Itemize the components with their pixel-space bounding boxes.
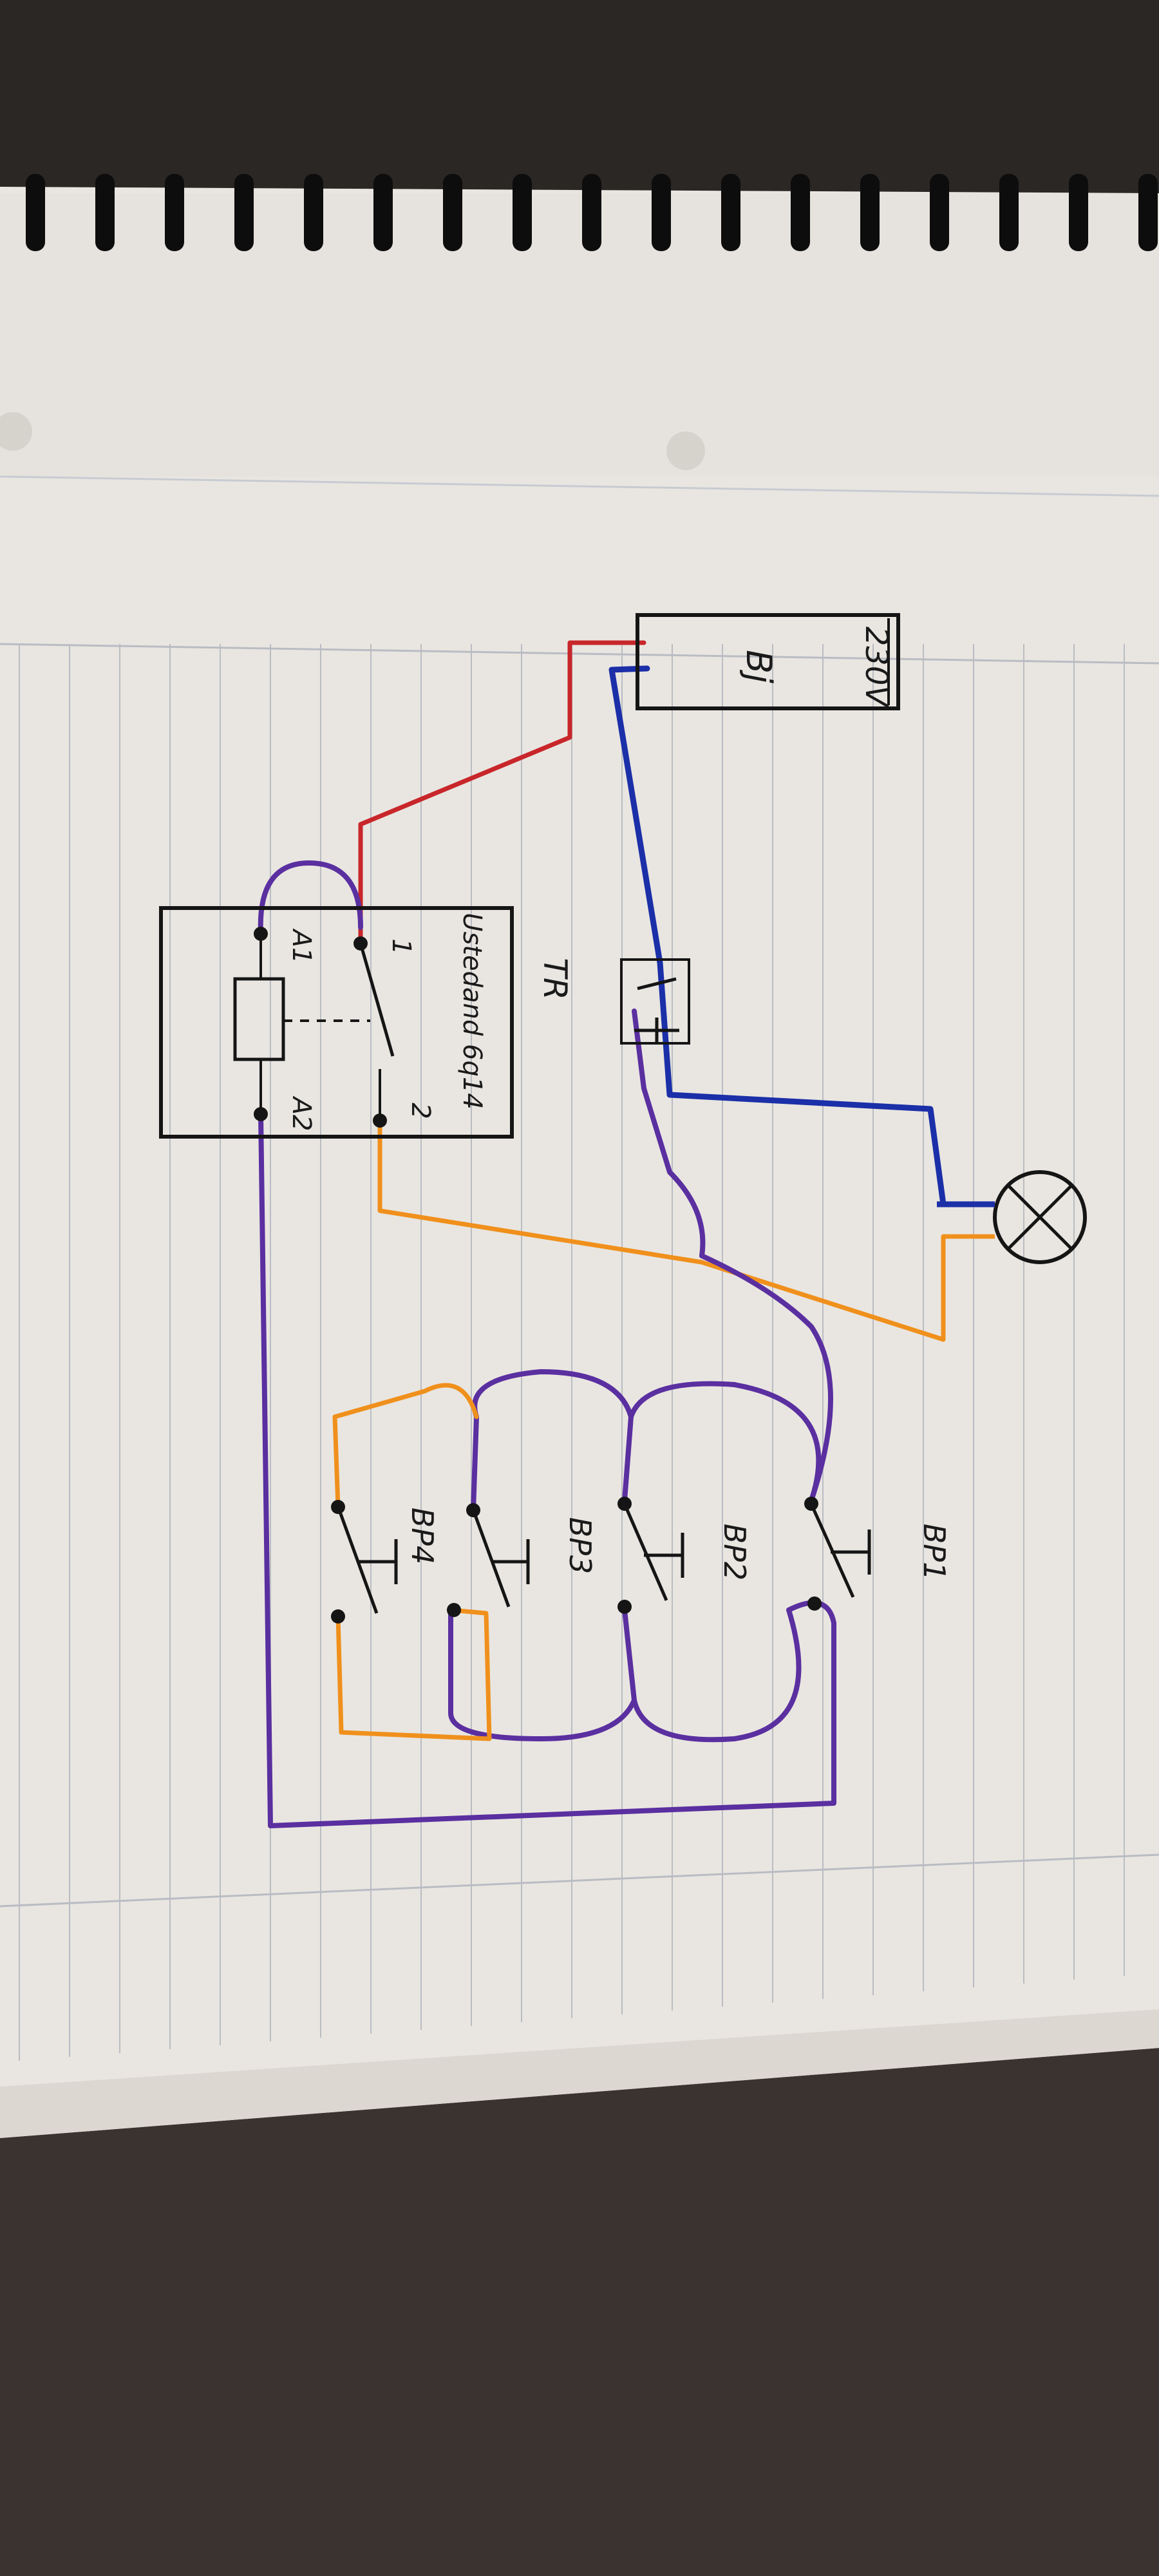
spiral-ring: [443, 174, 462, 251]
push-button-icon: [620, 958, 690, 1045]
terminal-a2: [254, 1107, 268, 1121]
binder-hole: [666, 431, 705, 470]
button-bp4: BP4: [331, 1500, 440, 1624]
spiral-ring: [860, 174, 880, 251]
notebook-page: [0, 187, 1159, 2138]
button-bp3-label: BP3: [563, 1517, 598, 1575]
relay-coil-icon: [233, 977, 285, 1061]
wire-purple-a1: [258, 860, 363, 936]
spiral-ring: [930, 174, 949, 251]
relay-pin-a1-label: A1: [287, 928, 316, 964]
power-supply-sub-label: Bj: [739, 650, 779, 683]
spiral-ring: [165, 174, 184, 251]
spiral-ring: [1138, 174, 1158, 251]
terminal-a1: [254, 927, 268, 941]
wire-red: [358, 640, 646, 946]
wire-purple-top-bp2-bp3: [471, 1369, 634, 1513]
spiral-ring: [373, 174, 393, 251]
push-buttons: BP1 BP2 BP3 BP4: [331, 1497, 952, 1624]
button-bp1-label: BP1: [917, 1524, 952, 1581]
button-bp4-label: BP4: [405, 1508, 440, 1565]
power-supply-box: 230V Bj: [636, 613, 900, 710]
wire-purple-a2: [258, 1112, 836, 1828]
terminal-2: [373, 1113, 387, 1128]
wire-purple-top-bp1-bp2: [622, 1381, 822, 1503]
ruled-line: [0, 1853, 1159, 1908]
spiral-ring: [791, 174, 810, 251]
ruled-line: [0, 643, 1159, 665]
wire-purple-button: [632, 1009, 833, 1503]
button-bp3: BP3: [447, 1503, 598, 1617]
spiral-ring: [304, 174, 323, 251]
spiral-ring: [652, 174, 671, 251]
spiral-ring: [26, 174, 45, 251]
wire-orange-lamp: [377, 1118, 956, 1342]
wire-purple-bottom-bp1-bp2: [622, 1607, 802, 1743]
spiral-ring: [234, 174, 254, 251]
spiral-ring: [721, 174, 740, 251]
binder-hole: [0, 412, 32, 451]
relay-box: A1 A2 1 2 Ustedand 6q14: [159, 906, 514, 1139]
wire-purple-bottom-bp2-bp3: [448, 1607, 637, 1741]
spiral-ring: [999, 174, 1019, 251]
button-bp2-label: BP2: [717, 1524, 752, 1581]
terminal-1: [353, 936, 368, 951]
relay-name-label: TR: [536, 958, 574, 999]
wire-orange-bp4-top: [332, 1383, 479, 1510]
power-supply-label: 230V: [858, 627, 894, 709]
button-bp1: BP1: [804, 1497, 952, 1611]
lamp-icon: [937, 1170, 1087, 1264]
relay-contact-1-label: 1: [386, 938, 416, 954]
spiral-binding-icon: [26, 174, 1158, 251]
relay-pin-a2-label: A2: [287, 1095, 316, 1132]
spiral-ring: [513, 174, 532, 251]
ruled-lines: [0, 643, 1159, 2061]
button-bp2: BP2: [617, 1497, 752, 1614]
spiral-ring: [1069, 174, 1088, 251]
spiral-ring: [582, 174, 601, 251]
relay-type-label: Ustedand 6q14: [457, 913, 487, 1110]
spiral-ring: [95, 174, 115, 251]
relay-contact: [359, 943, 395, 1057]
relay-contact-2-label: 2: [406, 1103, 435, 1119]
top-dark-area: [0, 0, 1159, 193]
wire-orange-bp4-bottom: [335, 1607, 492, 1741]
